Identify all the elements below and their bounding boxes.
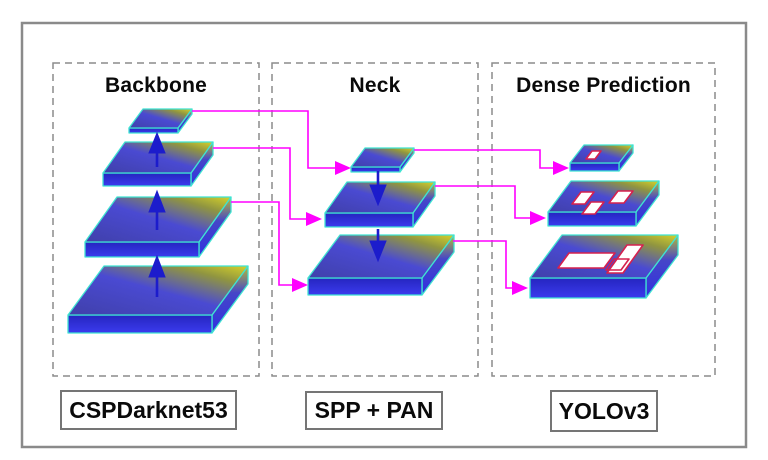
layer-front-face [307, 277, 423, 296]
bbox-medium-3 [608, 190, 634, 204]
backbone-module-label: CSPDarknet53 [60, 390, 237, 430]
bbox-large-wide [557, 252, 616, 269]
layer-front-face [324, 212, 414, 228]
layer-front-face [102, 172, 192, 187]
neck-layer-1 [350, 147, 415, 173]
connector-arrowhead [530, 211, 546, 225]
connector-neck1-pred1 [414, 149, 553, 169]
dense-prediction-module-label: YOLOv3 [550, 390, 658, 432]
neck-title: Neck [349, 74, 401, 97]
backbone-up-arrow-3 [148, 254, 166, 297]
backbone-layer-1 [128, 108, 193, 134]
layer-front-face [84, 241, 200, 258]
layer-top-face [350, 147, 415, 168]
backbone-box [52, 62, 260, 377]
connector-arrowhead [335, 161, 351, 175]
neck-down-arrow-2 [369, 229, 387, 263]
dense-prediction-box [491, 62, 716, 377]
connector-backbone1-neck1 [192, 110, 335, 169]
backbone-up-arrow-1 [148, 131, 166, 167]
connector-arrowhead [292, 278, 308, 292]
layer-top-face [128, 108, 193, 129]
connector-backbone3-neck3 [231, 201, 292, 286]
connector-arrowhead [306, 212, 322, 226]
neck-module-label: SPP + PAN [305, 391, 443, 430]
neck-box [271, 62, 479, 377]
connector-neck3-pred3 [453, 240, 512, 289]
layer-front-face [529, 277, 647, 299]
connector-neck2-pred2 [435, 185, 530, 219]
bbox-large-overlap [605, 258, 630, 271]
dense-prediction-title: Dense Prediction [516, 74, 691, 97]
layer-front-face [350, 166, 401, 173]
layer-front-face [67, 314, 213, 334]
layer-front-face [128, 127, 179, 134]
bbox-medium-2 [581, 201, 605, 215]
connector-arrowhead [512, 281, 528, 295]
neck-layer-3 [307, 234, 455, 296]
backbone-up-arrow-2 [148, 189, 166, 230]
connector-arrowhead [553, 161, 569, 175]
connector-backbone2-neck2 [213, 147, 306, 220]
layer-front-face [569, 162, 620, 172]
bbox-small [585, 150, 602, 160]
backbone-title: Backbone [105, 74, 207, 97]
neck-down-arrow-1 [369, 171, 387, 207]
bbox-medium-1 [571, 191, 595, 205]
layer-top-face [307, 234, 455, 279]
